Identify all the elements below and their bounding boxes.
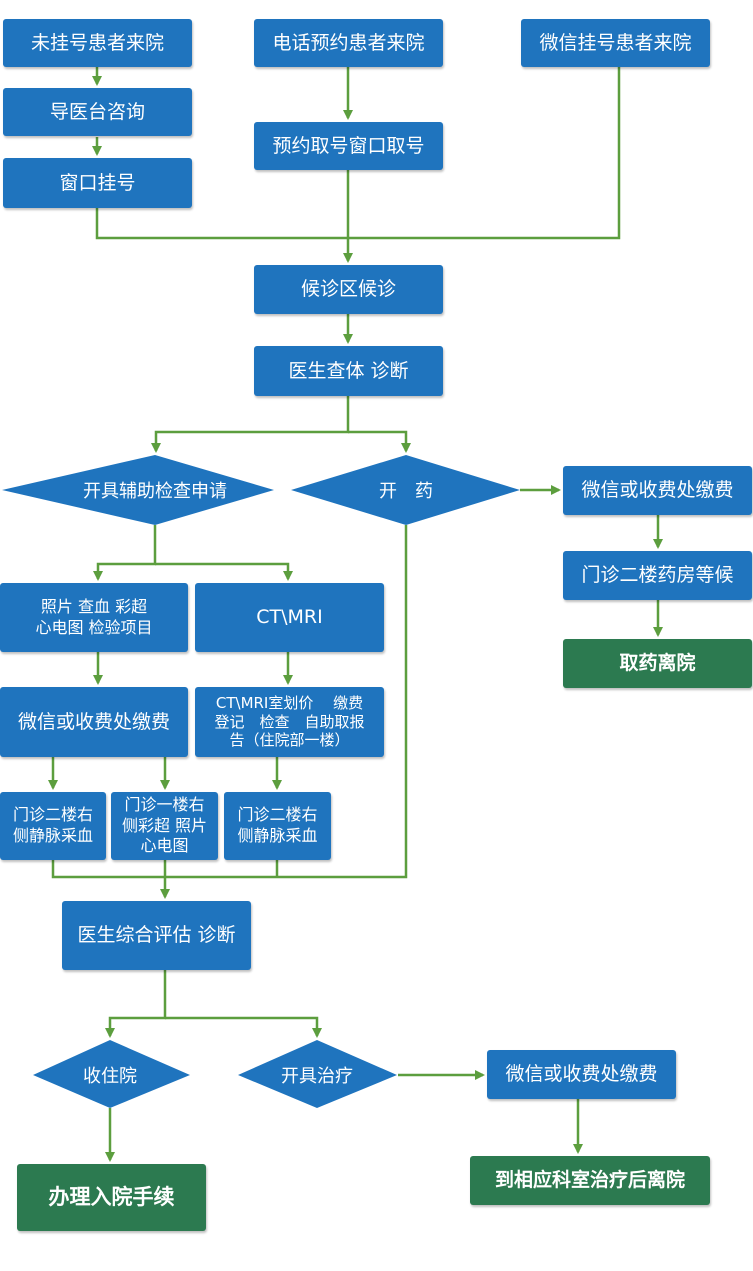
- ct-mri-process-line-1: CT\MRI室划价 缴费: [215, 693, 364, 712]
- connectors: [48, 67, 663, 1162]
- ultrasound-line-1: 门诊一楼右: [124, 794, 205, 814]
- node-basic-exams: 照片 查血 彩超 心电图 检验项目: [0, 583, 188, 652]
- node-comprehensive-evaluation: 医生综合评估 诊断: [62, 901, 251, 970]
- ct-mri-process-line-2: 登记 检查 自助取报: [214, 712, 365, 731]
- decision-prescribe: [291, 455, 520, 525]
- node-guide-desk: 导医台咨询: [3, 88, 192, 136]
- node-payment-medicine: 微信或收费处缴费: [563, 466, 752, 515]
- node-payment-exams: 微信或收费处缴费: [0, 687, 188, 757]
- ultrasound-line-3: 心电图: [140, 836, 189, 856]
- ct-mri-process-line-3: 告（住院部一楼）: [229, 731, 350, 750]
- blood-draw-right-line-1: 门诊二楼右: [237, 805, 318, 825]
- node-unregistered-arrival: 未挂号患者来院: [3, 19, 192, 67]
- node-treatment-leave: 到相应科室治疗后离院: [470, 1156, 710, 1205]
- basic-exams-line-2: 心电图 检验项目: [35, 617, 153, 637]
- decision-treatment: [238, 1040, 397, 1108]
- decision-shapes: [2, 455, 520, 1108]
- node-admission-procedures: 办理入院手续: [17, 1164, 206, 1231]
- node-pharmacy-waiting: 门诊二楼药房等候: [563, 551, 752, 600]
- node-payment-treatment: 微信或收费处缴费: [487, 1050, 676, 1099]
- blood-draw-right-line-2: 侧静脉采血: [237, 826, 318, 845]
- node-blood-draw-right: 门诊二楼右 侧静脉采血: [224, 792, 331, 860]
- node-wechat-registration-arrival: 微信挂号患者来院: [521, 19, 710, 67]
- node-blood-draw-left: 门诊二楼右 侧静脉采血: [0, 792, 106, 860]
- node-pick-up-medicine-leave: 取药离院: [563, 639, 752, 688]
- node-phone-appointment-arrival: 电话预约患者来院: [254, 19, 443, 67]
- node-window-registration: 窗口挂号: [3, 158, 192, 208]
- node-doctor-diagnosis: 医生查体 诊断: [254, 346, 443, 396]
- decision-admit: [33, 1040, 190, 1108]
- node-ct-mri-process: CT\MRI室划价 缴费 登记 检查 自助取报 告（住院部一楼）: [195, 687, 384, 757]
- decision-treatment-label: 开具治疗: [281, 1066, 353, 1087]
- node-appointment-ticket: 预约取号窗口取号: [254, 122, 443, 170]
- node-ultrasound-xray-ecg: 门诊一楼右 侧彩超 照片 心电图: [111, 792, 218, 860]
- ultrasound-line-2: 侧彩超 照片: [121, 815, 208, 835]
- basic-exams-line-1: 照片 查血 彩超: [40, 596, 148, 616]
- blood-draw-left-line-2: 侧静脉采血: [12, 826, 93, 845]
- decision-admit-label: 收住院: [83, 1066, 137, 1087]
- decision-exam-request-label: 开具辅助检查申请: [83, 481, 227, 502]
- blood-draw-left-line-1: 门诊二楼右: [12, 805, 93, 825]
- decision-prescribe-label: 开 药: [379, 481, 433, 502]
- decision-exam-request: [2, 455, 274, 525]
- node-waiting-area: 候诊区候诊: [254, 265, 443, 314]
- node-ct-mri: CT\MRI: [195, 583, 384, 652]
